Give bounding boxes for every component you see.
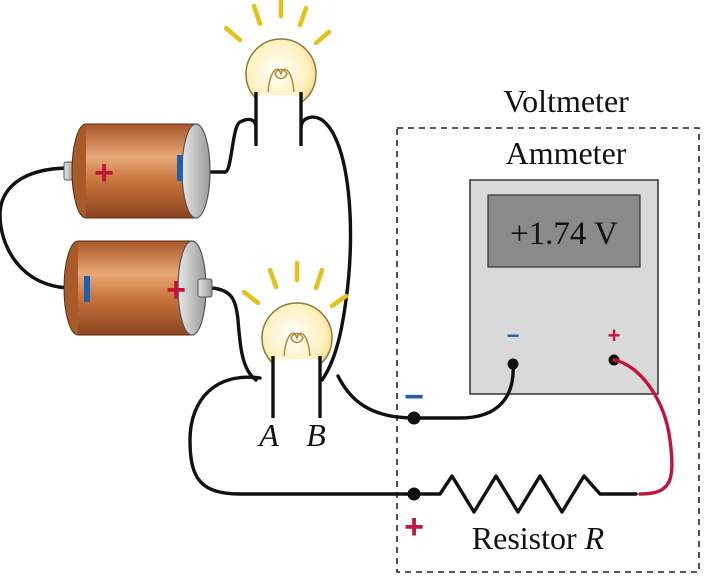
battery-top-minus-mark (177, 155, 183, 181)
terminal-minus-label: − (404, 378, 424, 416)
red-lead-wire (612, 358, 674, 496)
wire-a-to-plus-terminal (188, 375, 416, 496)
voltmeter-enclosure (396, 127, 700, 573)
meter-minus-label: − (507, 323, 520, 348)
battery-bottom-minus-mark (84, 276, 90, 302)
wire-minus-to-meter (412, 362, 515, 420)
light-bulb-icon (223, 0, 332, 146)
voltmeter-label: Voltmeter (503, 83, 629, 119)
meter-display: +1.74 V (510, 216, 618, 252)
meter-plus-label: + (608, 323, 621, 348)
ammeter-label: Ammeter (506, 135, 627, 171)
minus-terminal[interactable] (407, 411, 421, 425)
wire-b-to-minus-terminal (336, 374, 416, 420)
multimeter-icon (469, 179, 659, 395)
wire-top-bulb-to-b (299, 115, 353, 382)
plus-terminal[interactable] (407, 487, 421, 501)
battery-top-plus: + (94, 154, 114, 192)
terminal-plus-label: + (404, 508, 424, 546)
wire-battery-link (0, 166, 75, 290)
battery-icon (63, 240, 213, 336)
wires (0, 115, 638, 514)
resistor-icon (412, 474, 638, 514)
bulb-point-a: A (257, 417, 279, 453)
resistor-label: Resistor R (472, 520, 605, 556)
wire-battery-to-a (210, 286, 258, 382)
meter-screen (487, 194, 641, 268)
battery-icon (63, 123, 211, 219)
light-bulb-icon (241, 260, 349, 419)
bulb-point-b: B (306, 417, 326, 453)
battery-bottom-plus: + (166, 271, 186, 309)
